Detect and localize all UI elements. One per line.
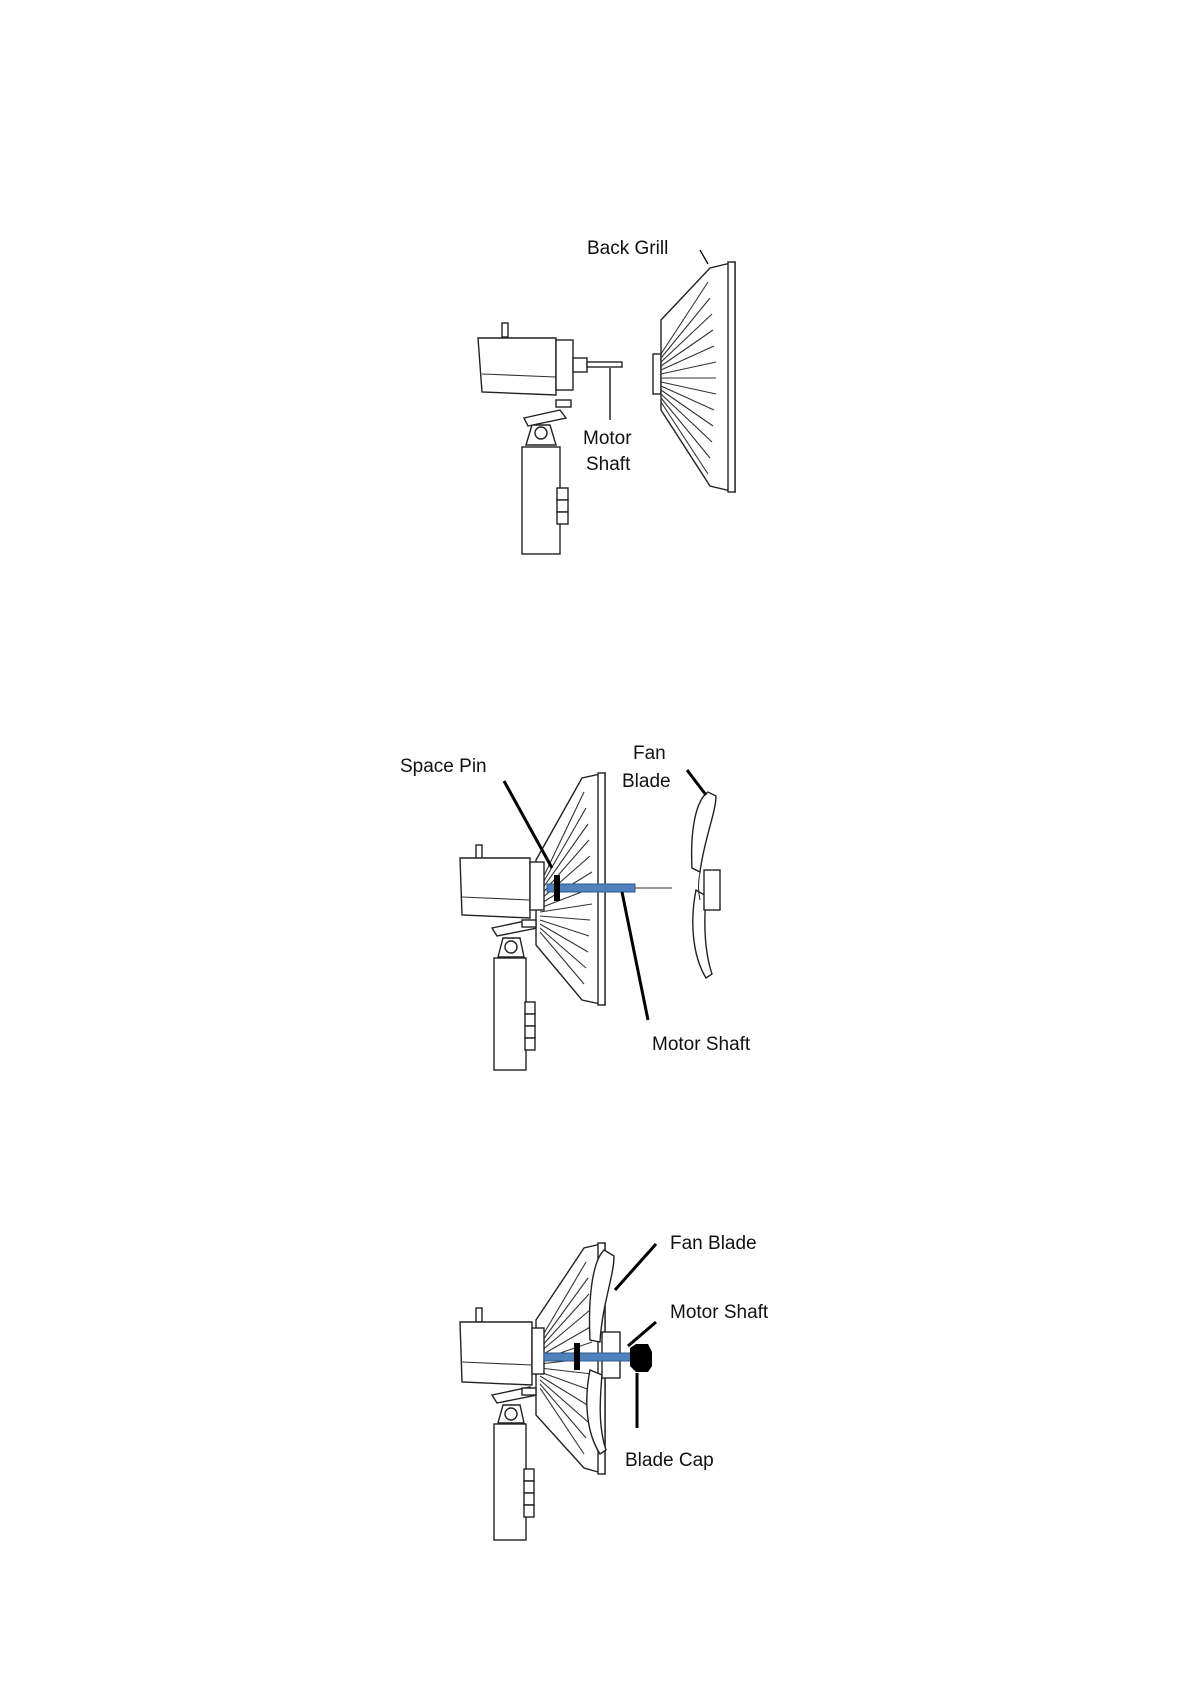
tilt-bracket bbox=[524, 410, 566, 445]
figure-blade-cap-install: Fan Blade Motor Shaft Blade Cap bbox=[0, 1100, 1192, 1685]
motor-shaft bbox=[544, 1353, 634, 1361]
motor-housing bbox=[460, 1308, 544, 1395]
label-motor-shaft-line1: Motor bbox=[583, 428, 632, 449]
figure-fan-blade-install: Space Pin Fan Blade Motor Shaft bbox=[0, 580, 1192, 1100]
space-pin bbox=[574, 1343, 580, 1370]
label-leaders bbox=[615, 1244, 656, 1428]
label-fan-blade: Fan Blade bbox=[670, 1233, 757, 1254]
back-grill bbox=[653, 262, 735, 492]
fan-stand-pole bbox=[494, 1424, 534, 1540]
space-pin bbox=[554, 875, 560, 901]
label-blade-cap: Blade Cap bbox=[625, 1450, 714, 1471]
label-space-pin: Space Pin bbox=[400, 756, 487, 777]
motor-shaft bbox=[547, 884, 672, 892]
label-motor-shaft-line2: Shaft bbox=[586, 454, 631, 475]
motor-housing bbox=[460, 845, 544, 927]
label-motor-shaft: Motor Shaft bbox=[670, 1302, 769, 1323]
fan-stand-pole bbox=[494, 958, 535, 1070]
motor-shaft bbox=[587, 362, 622, 367]
fan-blade bbox=[692, 792, 720, 978]
label-fan-blade-line2: Blade bbox=[622, 771, 671, 792]
motor-housing bbox=[478, 323, 587, 407]
label-back-grill: Back Grill bbox=[587, 238, 668, 259]
blade-cap bbox=[630, 1344, 652, 1372]
label-fan-blade-line1: Fan bbox=[633, 743, 666, 764]
label-motor-shaft: Motor Shaft bbox=[652, 1034, 751, 1055]
fan-stand-pole bbox=[522, 447, 568, 554]
figure-back-grill-install: Back Grill Motor Shaft bbox=[0, 0, 1192, 580]
